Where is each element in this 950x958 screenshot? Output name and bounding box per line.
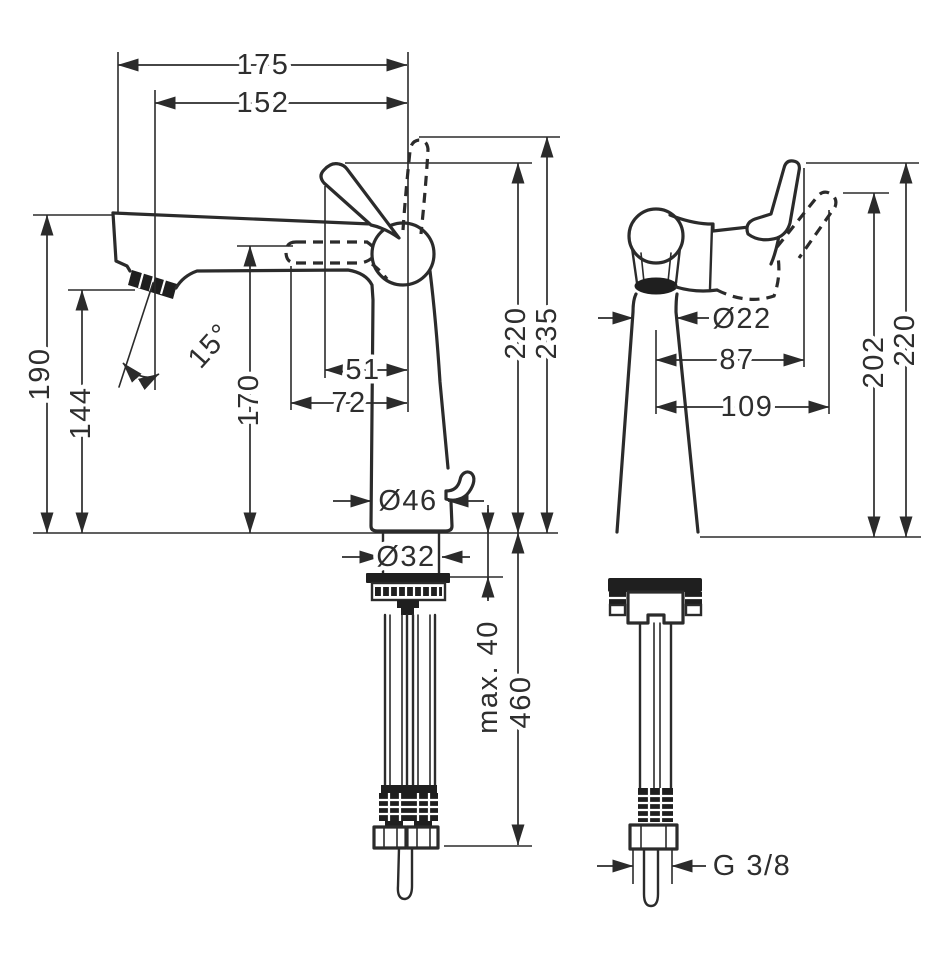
spout-head-circle [627, 207, 685, 265]
spout-front-face [111, 211, 132, 273]
valve-body-joint [708, 224, 714, 291]
body-right-edge [428, 269, 450, 470]
knurl-lines [380, 587, 440, 596]
dim-72-label: 72 [331, 387, 366, 419]
left-view-faucet [111, 138, 476, 901]
threaded-rod [396, 846, 414, 901]
valve-body-bottom [674, 285, 719, 293]
dim-87-label: 87 [719, 344, 754, 376]
pillar-left-edge [615, 292, 638, 534]
shank [381, 531, 441, 575]
dim-190-label: 190 [24, 348, 56, 401]
handle-swung-dashed [775, 190, 838, 259]
dim-dia32-label: Ø32 [376, 541, 435, 573]
dim-170-label: 170 [233, 374, 265, 427]
dim-max40-label: max. 40 [472, 620, 504, 734]
mounting-flange-front [608, 578, 702, 592]
handle-joint-circle [370, 221, 436, 287]
dim-460-label: 460 [505, 676, 537, 729]
connector-nut-left [372, 825, 408, 850]
pillar-right-edge [674, 292, 700, 534]
valve-body-bottom-dashed [716, 256, 781, 301]
dim-109-label: 109 [721, 391, 774, 423]
dim-202-label: 202 [858, 336, 890, 389]
dim-175-label: 175 [237, 49, 290, 81]
spray-angle-arc [122, 362, 160, 391]
knurled-ring [375, 587, 442, 596]
dim-220-right-label: 220 [889, 314, 921, 367]
spray-angle-line [118, 282, 154, 388]
hose-front-inner [653, 622, 661, 789]
supply-hose-right-inner [417, 614, 431, 786]
handle-lever-front [745, 159, 801, 242]
connector-hex-nut [628, 823, 679, 851]
dim-144-label: 144 [65, 387, 97, 440]
dim-dia46-label: Ø46 [378, 485, 437, 517]
handle-raised-dashed [401, 138, 430, 235]
dim-220-left-label: 220 [500, 307, 532, 360]
popup-rod-lever [444, 470, 476, 502]
mounting-clip-lower [401, 608, 414, 615]
connector-nut-right [405, 825, 440, 850]
dim-dia22-label: Ø22 [712, 303, 771, 335]
dim-235-label: 235 [531, 307, 563, 360]
dim-15deg-label: 15° [182, 317, 238, 374]
nut-facets [383, 826, 431, 849]
dim-51-label: 51 [345, 354, 380, 386]
hex-nut-facets [640, 824, 667, 850]
spout-alt-position-dashed [284, 240, 389, 280]
supply-hose-right-outer [411, 613, 437, 787]
spout-cup-inner [640, 252, 672, 283]
supply-hose-left-inner [389, 614, 403, 786]
flange-washer-left [608, 603, 627, 617]
mounting-flange [366, 573, 450, 583]
handle-lever [319, 162, 401, 240]
dim-thread-label: G 3/8 [713, 850, 791, 882]
spout-underside [174, 268, 454, 533]
mounting-clip [397, 600, 419, 608]
dim-152-label: 152 [237, 87, 290, 119]
hose-front-outer [638, 621, 673, 790]
supply-hose-left-outer [383, 613, 409, 787]
aerator-outlet [634, 277, 678, 295]
right-view-faucet [608, 159, 838, 908]
threaded-rod-front [642, 847, 660, 908]
hose-end-fittings [379, 785, 438, 827]
spout-top-edge [111, 211, 373, 226]
dimension-lines [33, 52, 921, 884]
hose-end-fitting-front [638, 788, 673, 822]
center-block [626, 590, 685, 625]
flange-washer-right [684, 603, 703, 617]
spout-cup [630, 246, 682, 285]
